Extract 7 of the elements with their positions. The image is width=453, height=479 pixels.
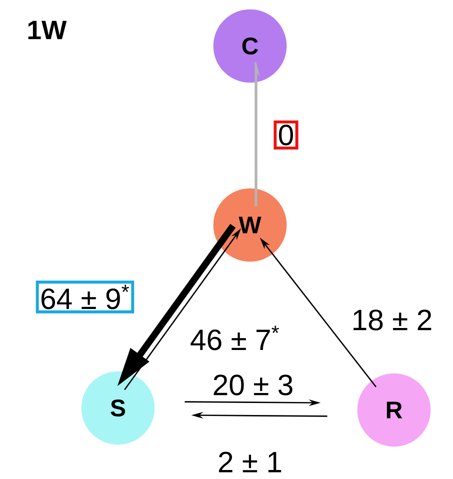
panel-title: 1W: [28, 20, 67, 40]
edge-label: 46 ± 7$^{*}$: [187, 323, 283, 353]
edge-label: 0: [274, 120, 298, 150]
edge-label: 2 ± 1: [214, 449, 286, 475]
edge-label: 64 ± 9$^{*}$: [36, 280, 134, 314]
edge-label: 20 ± 3: [210, 372, 296, 398]
edge-label: 18 ± 2: [348, 306, 436, 334]
